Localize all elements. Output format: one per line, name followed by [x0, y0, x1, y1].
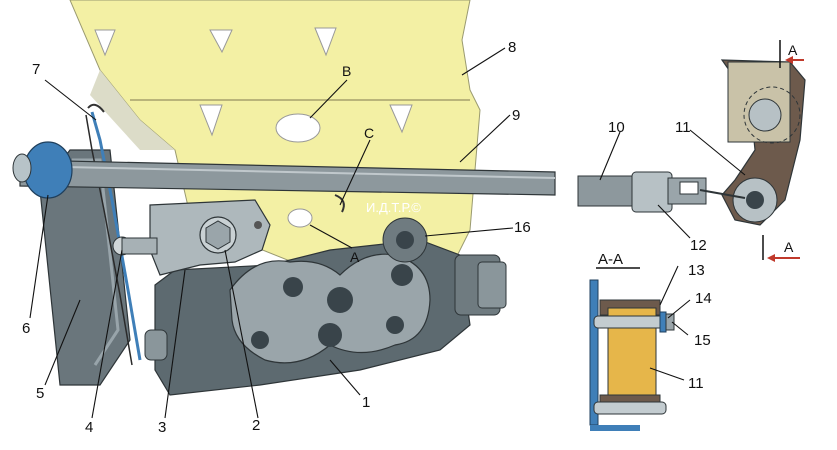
- body-cutout: [389, 104, 413, 134]
- plate-hole: [318, 323, 342, 347]
- plate-hole: [251, 331, 269, 349]
- callout-1: 1: [362, 394, 370, 411]
- section-arrowhead-top: [785, 56, 793, 64]
- spring-hook: [87, 103, 105, 113]
- section-mark-top: A: [788, 42, 798, 58]
- plate-hole: [391, 264, 413, 286]
- bracket-highlight: [72, 158, 120, 366]
- opening-c: [334, 194, 345, 213]
- body-cutout: [209, 29, 233, 54]
- callout-13: 13: [688, 262, 705, 279]
- opening-a: [287, 208, 313, 228]
- callout-10: 10: [608, 119, 625, 136]
- leader-line: [339, 139, 371, 206]
- leader-line: [224, 249, 259, 419]
- leader-line: [689, 129, 746, 176]
- leader-line: [424, 227, 514, 237]
- section-washer: [659, 311, 667, 333]
- leader-line: [667, 299, 691, 319]
- pivot-pin-body: [121, 237, 158, 255]
- section-title: A-A: [598, 251, 623, 268]
- rod-end-detail: [577, 175, 641, 207]
- callout-11: 11: [675, 119, 691, 136]
- callout-8: 8: [508, 39, 516, 56]
- lever-lower-eye-hole: [746, 191, 764, 209]
- lever-upper-pivot: [748, 98, 782, 132]
- section-nut: [665, 313, 675, 331]
- label-c: C: [364, 125, 374, 141]
- lever-upper-pivot-hidden: [743, 86, 801, 144]
- lever-bolt-hex: [205, 220, 231, 250]
- callout-14: 14: [695, 290, 712, 307]
- bleed-fitting-center: [396, 231, 414, 249]
- section-arrowhead-bottom: [767, 254, 775, 262]
- leader-line: [309, 79, 348, 119]
- callout-4: 4: [85, 419, 93, 436]
- leader-line: [44, 299, 81, 386]
- plate-hole: [386, 316, 404, 334]
- regulator-plate: [229, 253, 431, 364]
- body-cutout: [314, 27, 337, 57]
- leader-line: [459, 114, 511, 163]
- lever-rivet: [254, 221, 262, 229]
- leader-line: [461, 47, 506, 76]
- leader-line: [44, 79, 97, 121]
- mounting-bracket: [39, 149, 131, 386]
- leader-line: [671, 321, 689, 336]
- label-a: A: [350, 249, 360, 265]
- body-cutout: [94, 29, 116, 57]
- callout-11-section: 11: [688, 375, 704, 392]
- regulator-end-nut: [477, 261, 507, 309]
- leader-line: [657, 204, 691, 239]
- leader-line: [164, 269, 186, 419]
- callout-7: 7: [32, 61, 40, 78]
- callout-2: 2: [252, 417, 260, 434]
- label-b: B: [342, 63, 351, 79]
- plate-hole: [327, 287, 353, 313]
- callout-3: 3: [158, 419, 166, 436]
- section-bolt-lower: [593, 401, 667, 415]
- section-bolt-upper: [593, 315, 667, 329]
- section-mark-bottom: A: [784, 239, 794, 255]
- link-to-eye: [699, 189, 746, 199]
- rod-highlight: [19, 165, 556, 179]
- rod-end-cap: [12, 153, 32, 183]
- body-shadow: [90, 70, 175, 150]
- callout-6: 6: [22, 320, 30, 337]
- leader-line: [309, 224, 353, 249]
- leader-line: [91, 249, 123, 419]
- section-base: [590, 425, 640, 431]
- spring-wire-2: [85, 114, 133, 366]
- callout-15: 15: [694, 332, 711, 349]
- callout-9: 9: [512, 107, 520, 124]
- link-slot-window: [679, 181, 699, 195]
- body-cutout: [199, 104, 223, 137]
- leader-line: [29, 194, 49, 319]
- leader-line: [599, 131, 621, 181]
- callout-5: 5: [36, 385, 44, 402]
- leader-line: [659, 265, 679, 306]
- callout-16: 16: [514, 219, 531, 236]
- watermark: И.Д.Т.Р.©: [366, 200, 421, 215]
- spring-wire: [90, 111, 142, 361]
- plate-hole: [283, 277, 303, 297]
- opening-b: [275, 113, 321, 143]
- leader-line: [329, 359, 361, 396]
- leader-line: [649, 367, 685, 381]
- regulator-nub: [144, 329, 168, 361]
- link-clamp: [631, 171, 673, 213]
- callout-12: 12: [690, 237, 707, 254]
